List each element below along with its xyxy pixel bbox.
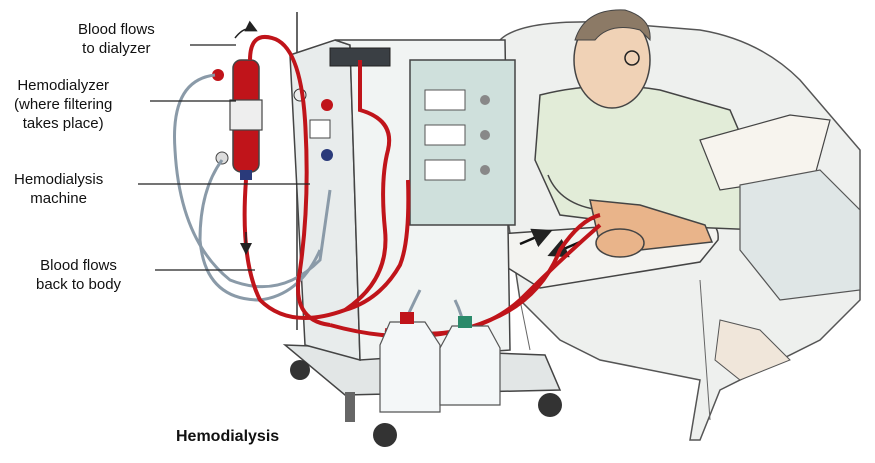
label-line: Hemodialyzer (14, 76, 112, 95)
label-line: to dialyzer (78, 39, 155, 58)
label-line: (where filtering (14, 95, 112, 114)
label-blood-to-dialyzer: Blood flows to dialyzer (78, 20, 155, 58)
label-line: Blood flows (36, 256, 121, 275)
label-line: Hemodialysis (14, 170, 103, 189)
label-line: machine (14, 189, 103, 208)
label-hemodialyzer: Hemodialyzer (where filtering takes plac… (14, 76, 112, 133)
caption: Hemodialysis (176, 428, 279, 446)
label-line: takes place) (14, 114, 112, 133)
label-line: Blood flows (78, 20, 155, 39)
label-machine: Hemodialysis machine (14, 170, 103, 208)
label-line: back to body (36, 275, 121, 294)
label-back-to-body: Blood flows back to body (36, 256, 121, 294)
